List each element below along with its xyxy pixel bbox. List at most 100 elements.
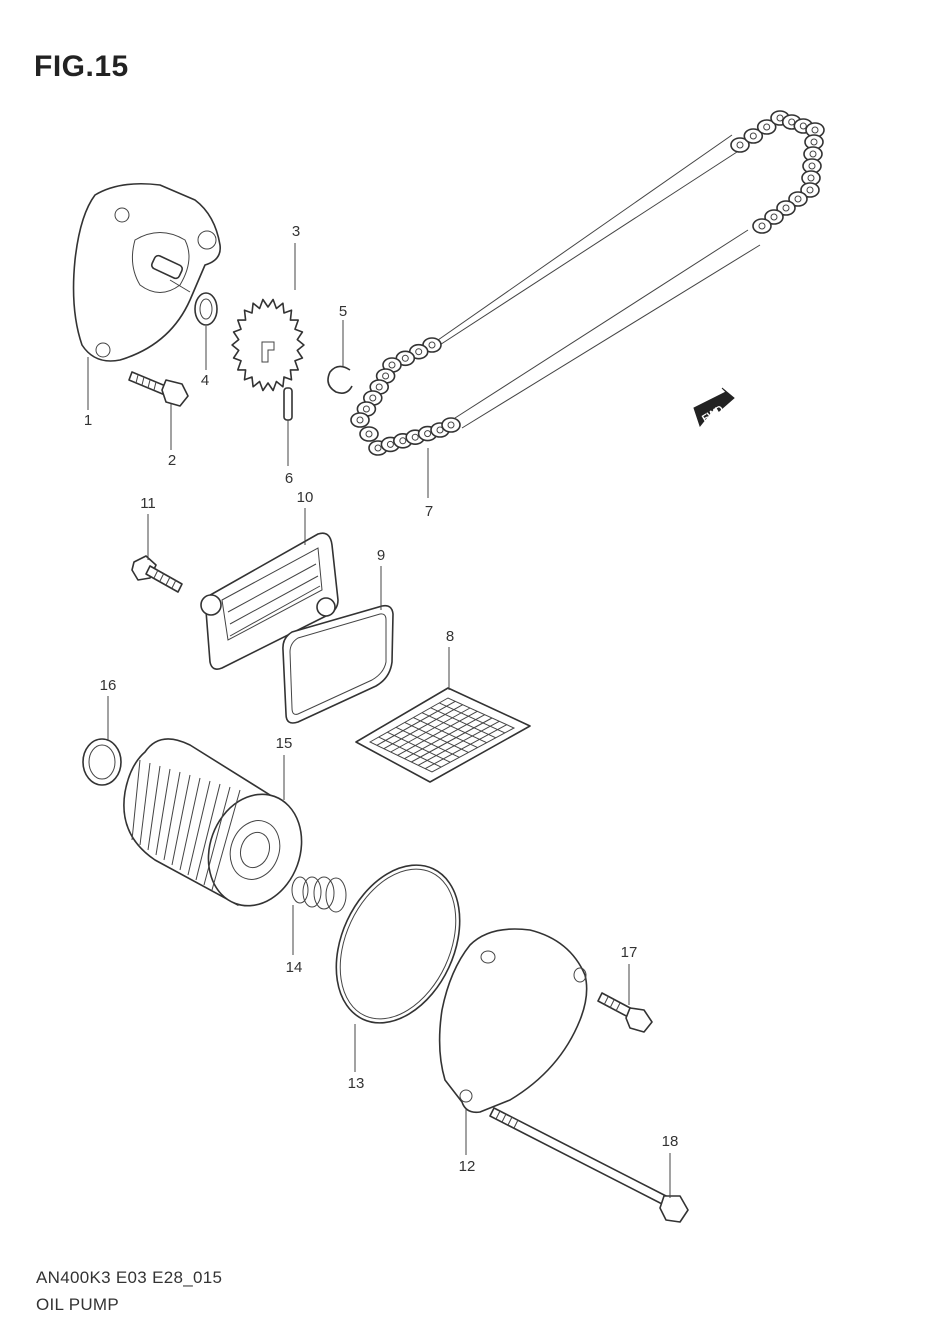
leader-lines bbox=[87, 243, 671, 1198]
chain-pin bbox=[374, 444, 382, 452]
drawing-caption: OIL PUMP bbox=[36, 1295, 120, 1314]
mesh-line bbox=[404, 721, 469, 753]
chain-pin bbox=[770, 213, 778, 221]
o-ring-large bbox=[335, 864, 461, 1024]
mesh-line bbox=[387, 731, 451, 763]
forward-direction-badge: FWD bbox=[693, 387, 735, 428]
filter-pleat bbox=[187, 780, 211, 876]
figure-title: FIG.15 bbox=[34, 50, 129, 83]
mesh-line bbox=[390, 707, 471, 753]
strainer-bolt bbox=[131, 555, 183, 593]
drawing-code: AN400K3 E03 E28_015 bbox=[36, 1268, 223, 1287]
chain-pin bbox=[811, 126, 819, 134]
chain-pin bbox=[382, 372, 390, 380]
pump-bolt bbox=[128, 371, 189, 407]
chain-link bbox=[800, 182, 820, 198]
chain-pin bbox=[436, 426, 444, 434]
filter-pleat bbox=[171, 774, 191, 866]
oil-filter bbox=[123, 738, 303, 907]
chain-pin bbox=[388, 361, 396, 369]
callout-2: 2 bbox=[168, 452, 176, 469]
chain-link bbox=[743, 128, 764, 144]
callout-4: 4 bbox=[201, 372, 209, 389]
chain-pin bbox=[424, 430, 432, 438]
mesh-line bbox=[376, 700, 456, 746]
chain-pin bbox=[776, 114, 784, 122]
chain-link bbox=[730, 137, 750, 153]
chain-pin bbox=[369, 394, 377, 402]
chain-pin bbox=[736, 141, 744, 149]
chain-link bbox=[441, 417, 461, 433]
pump-drive-gear bbox=[231, 298, 305, 392]
chain-pin bbox=[810, 138, 818, 146]
chain-pin bbox=[749, 132, 757, 140]
filter-spring bbox=[291, 876, 347, 913]
chain-pin bbox=[794, 195, 802, 203]
mesh-line bbox=[404, 714, 485, 760]
chain-link bbox=[756, 119, 777, 135]
chain-pin bbox=[415, 348, 423, 356]
filter-cover bbox=[438, 928, 588, 1114]
chain-pin bbox=[401, 354, 409, 362]
strainer-gasket bbox=[282, 604, 394, 724]
chain-pin bbox=[807, 174, 815, 182]
callout-3: 3 bbox=[292, 223, 300, 240]
callout-1: 1 bbox=[84, 412, 92, 429]
mesh-line bbox=[413, 717, 478, 749]
mesh-line bbox=[395, 726, 460, 758]
callout-6: 6 bbox=[285, 470, 293, 487]
mesh-line bbox=[421, 712, 487, 744]
mesh-line bbox=[417, 720, 500, 766]
chain-pin bbox=[362, 405, 370, 413]
callout-14: 14 bbox=[286, 959, 303, 976]
callout-numbers: 1 2 3 4 5 6 7 8 9 10 11 12 13 14 15 16 1… bbox=[84, 223, 679, 1175]
dowel-pin bbox=[283, 387, 293, 421]
callout-7: 7 bbox=[425, 503, 433, 520]
chain-pin bbox=[411, 433, 419, 441]
filter-pleat bbox=[203, 786, 231, 886]
oil-strainer bbox=[200, 532, 339, 670]
chain-pin bbox=[808, 162, 816, 170]
filter-pleat bbox=[139, 762, 151, 846]
drive-chain bbox=[350, 110, 825, 456]
chain-pin bbox=[447, 421, 455, 429]
chain-pin bbox=[782, 204, 790, 212]
chain-link bbox=[776, 200, 796, 216]
callout-11: 11 bbox=[140, 495, 156, 512]
filter-pleat bbox=[211, 789, 241, 891]
chain-pin bbox=[386, 440, 394, 448]
mesh-line bbox=[430, 707, 497, 739]
circlip bbox=[327, 365, 353, 394]
chain-pin bbox=[399, 437, 407, 445]
chain-pin bbox=[763, 123, 771, 131]
mesh-line bbox=[378, 736, 442, 768]
chain-pin bbox=[758, 222, 766, 230]
mesh-line bbox=[424, 724, 507, 770]
o-ring-small bbox=[82, 738, 122, 786]
mesh-line bbox=[411, 717, 493, 763]
chain-link bbox=[350, 412, 370, 428]
callout-8: 8 bbox=[446, 628, 454, 645]
callout-13: 13 bbox=[348, 1075, 365, 1092]
filter-pleat bbox=[131, 759, 141, 841]
mesh-line bbox=[397, 710, 478, 756]
chain-pin bbox=[806, 186, 814, 194]
chain-link bbox=[752, 218, 772, 234]
chain-link bbox=[764, 209, 784, 225]
callout-9: 9 bbox=[377, 547, 385, 564]
callout-12: 12 bbox=[459, 1158, 476, 1175]
oil-pump-body bbox=[72, 182, 222, 362]
chain-link bbox=[359, 426, 379, 442]
filter-pleat bbox=[155, 768, 171, 856]
chain-pin bbox=[809, 150, 817, 158]
chain-link bbox=[788, 191, 808, 207]
chain-pin bbox=[788, 118, 796, 126]
washer bbox=[194, 292, 218, 326]
chain-pin bbox=[356, 416, 364, 424]
chain-pin bbox=[428, 341, 436, 349]
cover-bolt-short bbox=[597, 992, 653, 1033]
callout-16: 16 bbox=[100, 677, 117, 694]
filter-pleat bbox=[195, 783, 221, 881]
chain-pin bbox=[799, 122, 807, 130]
